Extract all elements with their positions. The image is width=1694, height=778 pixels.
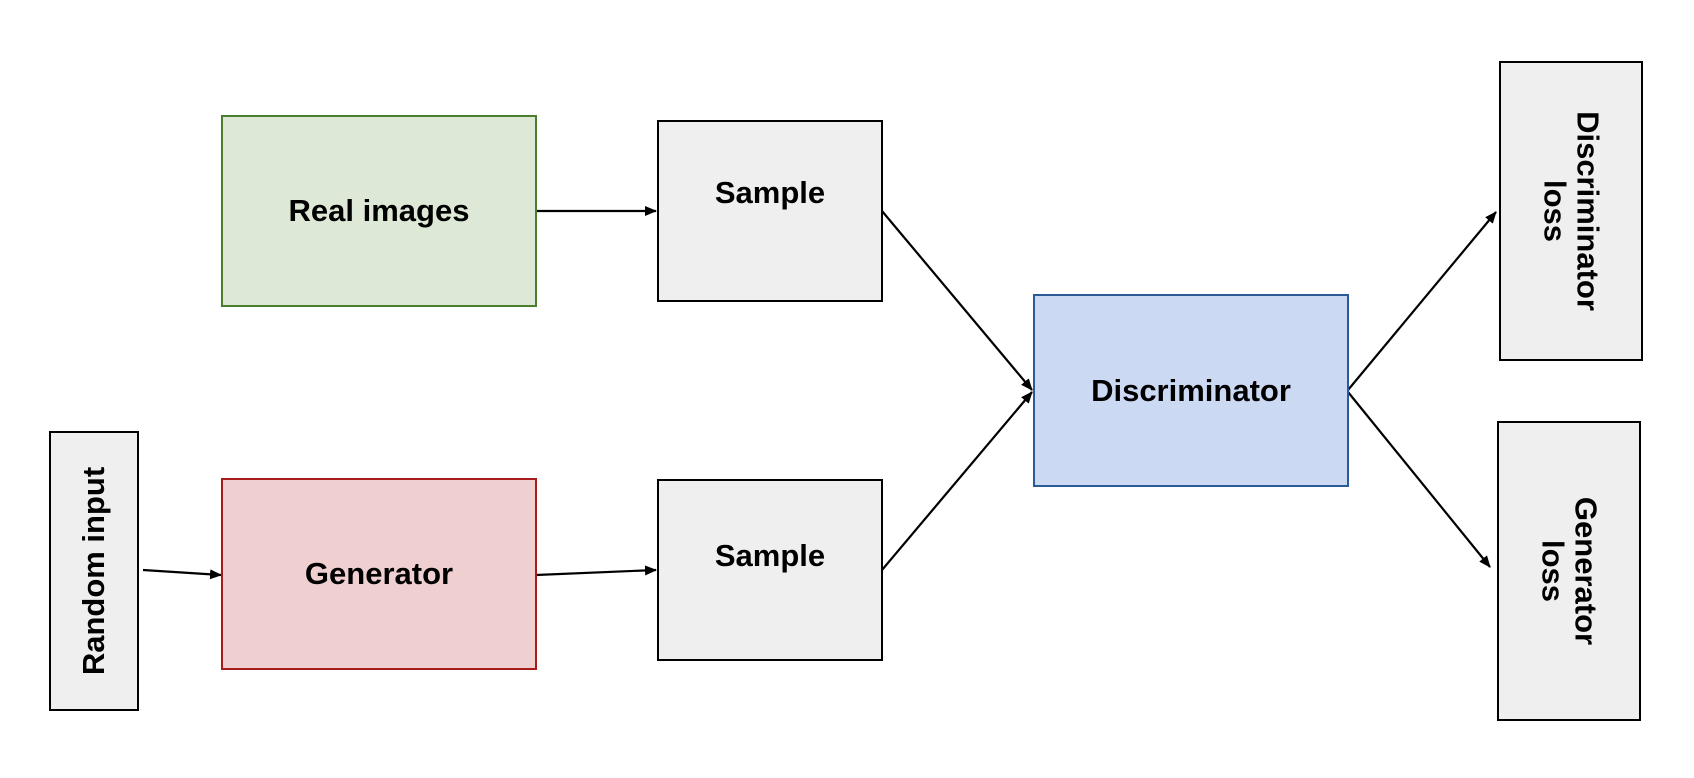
arrow-discriminator-to-gloss [1347, 391, 1491, 568]
sample-top-node: Sample [657, 120, 883, 302]
discriminator-loss-label: Discriminator loss [1538, 111, 1606, 311]
arrow-generator-to-sample [535, 565, 657, 577]
discriminator-label: Discriminator [1091, 372, 1291, 408]
discriminator-node: Discriminator [1033, 294, 1349, 487]
random-input-node: Random input [49, 431, 139, 711]
arrow-sample-top-to-discriminator [881, 210, 1033, 391]
arrow-sample-bottom-to-discriminator [881, 391, 1033, 571]
sample-bottom-label: Sample [714, 537, 826, 573]
sample-bottom-node: Sample [657, 479, 883, 661]
real-images-label: Real images [288, 193, 470, 228]
generator-loss-line2: loss [1536, 539, 1571, 603]
random-input-label: Random input [75, 466, 111, 676]
generator-node: Generator [221, 478, 537, 670]
arrow-discriminator-to-dloss [1347, 211, 1497, 391]
discriminator-loss-node: Discriminator loss [1499, 61, 1643, 361]
generator-loss-node: Generator loss [1497, 421, 1641, 721]
discriminator-loss-line1: Discriminator [1570, 111, 1606, 311]
generator-label: Generator [304, 556, 454, 591]
generator-loss-line1: Generator [1568, 496, 1604, 646]
sample-top-label: Sample [714, 175, 826, 211]
arrow-random-to-generator [142, 568, 222, 580]
discriminator-loss-line2: loss [1538, 179, 1573, 243]
generator-loss-label: Generator loss [1536, 496, 1604, 646]
real-images-node: Real images [221, 115, 537, 307]
